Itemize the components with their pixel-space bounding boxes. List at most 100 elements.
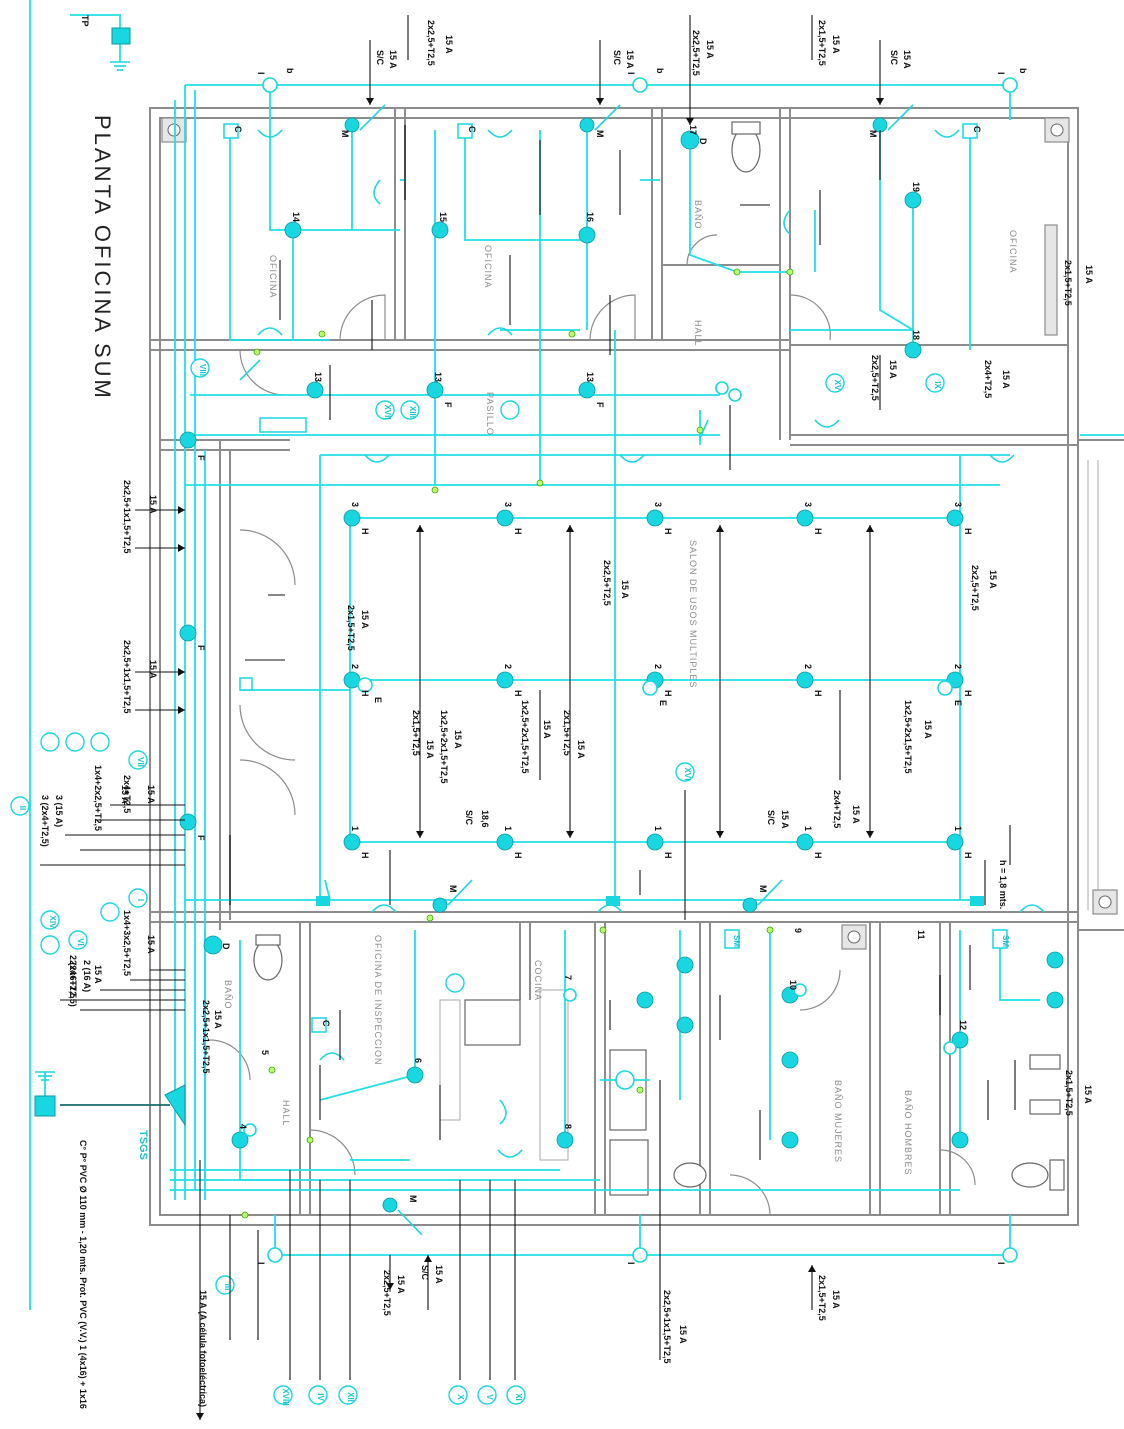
svg-text:2x2,5+1x1,5+T2,5: 2x2,5+1x1,5+T2,5	[122, 480, 132, 554]
svg-text:4: 4	[238, 1124, 248, 1129]
junction-boxes	[223, 123, 1008, 1033]
room-cocina: COCINA	[533, 960, 543, 1001]
svg-text:I: I	[136, 899, 145, 901]
svg-text:H: H	[813, 852, 823, 859]
svg-text:2x1,5+T2,5: 2x1,5+T2,5	[1064, 1070, 1074, 1116]
circuit-label-top-1: 15 AS/C	[375, 50, 398, 69]
svg-text:2x2,5+T2,5: 2x2,5+T2,5	[970, 565, 980, 611]
svg-text:15 A: 15 A	[1084, 265, 1094, 284]
svg-text:15 A: 15 A	[780, 810, 790, 829]
svg-text:b: b	[655, 68, 665, 74]
svg-text:S/C: S/C	[766, 810, 776, 826]
svg-text:15 A: 15 A	[678, 1325, 688, 1344]
outlets	[243, 77, 1018, 1263]
svg-text:IX: IX	[933, 381, 942, 389]
circuit-label-top-5: 15 AS/C	[889, 50, 912, 69]
svg-text:15 A: 15 A	[434, 1265, 444, 1284]
svg-text:15 A: 15 A	[625, 50, 635, 69]
room-oficina-right: OFICINA	[1008, 230, 1018, 274]
svg-text:15 A: 15 A	[902, 50, 912, 69]
svg-text:2x2,5+1x1,5+T2,5: 2x2,5+1x1,5+T2,5	[201, 1000, 211, 1074]
svg-text:I: I	[996, 1262, 1006, 1265]
circuit-label-right-1: 15 A 2x2,5+T2,5	[870, 355, 898, 401]
svg-text:VII: VII	[136, 757, 145, 767]
svg-text:2 (16 A): 2 (16 A)	[82, 960, 92, 992]
svg-text:XVII: XVII	[383, 404, 392, 419]
svg-text:H: H	[360, 852, 370, 859]
svg-text:18: 18	[911, 330, 921, 340]
svg-text:3: 3	[653, 502, 663, 507]
svg-text:S/C: S/C	[612, 50, 622, 66]
door-swings	[209, 234, 976, 1216]
svg-text:3: 3	[953, 502, 963, 507]
svg-text:15 A: 15 A	[888, 360, 898, 379]
svg-text:2x2,5+1x1,5+T2,5: 2x2,5+1x1,5+T2,5	[122, 640, 132, 714]
svg-text:I: I	[626, 72, 636, 75]
svg-text:2x2,5+T2,5: 2x2,5+T2,5	[870, 355, 880, 401]
circuit-label-top-2: 15 AS/C	[612, 50, 635, 69]
svg-text:H: H	[663, 852, 673, 859]
room-bano-hombres: BAÑO HOMBRES	[903, 1090, 913, 1176]
svg-text:2x1,5+T2,5: 2x1,5+T2,5	[411, 710, 421, 756]
svg-text:2: 2	[953, 664, 963, 669]
svg-text:F: F	[443, 402, 453, 408]
svg-text:F: F	[196, 455, 206, 461]
device-letter-labels: H H H H H H H H H H H H H H H E E E F F …	[196, 68, 1028, 1265]
svg-text:C: C	[233, 126, 243, 133]
svg-text:H: H	[663, 528, 673, 535]
svg-text:1x4+3x2,5+T2,5: 1x4+3x2,5+T2,5	[122, 910, 132, 976]
svg-text:15 A: 15 A	[444, 35, 454, 54]
svg-text:H: H	[813, 690, 823, 697]
circuit-key-labels: I II III IV V VI VII VIII IX X XI XII XI…	[18, 364, 942, 1406]
svg-text:2: 2	[503, 664, 513, 669]
structural-columns	[161, 117, 1118, 950]
svg-text:15 A: 15 A	[396, 1275, 406, 1294]
svg-text:XI: XI	[514, 1393, 523, 1401]
svg-text:H: H	[513, 852, 523, 859]
svg-text:1: 1	[503, 826, 513, 831]
leader-arrows	[178, 98, 884, 1420]
ground-box-top	[111, 27, 131, 45]
svg-text:S/C: S/C	[464, 810, 474, 826]
svg-text:H: H	[963, 528, 973, 535]
svg-text:I: I	[256, 72, 266, 75]
svg-text:2x2,5+T2,5: 2x2,5+T2,5	[691, 30, 701, 76]
svg-text:15 A: 15 A	[576, 740, 586, 759]
svg-text:1: 1	[350, 826, 360, 831]
svg-text:I: I	[626, 1262, 636, 1265]
svg-text:H: H	[513, 528, 523, 535]
svg-text:H: H	[513, 690, 523, 697]
circuit-label-left-7: 2 (2x6+T2,5)2 (16 A)	[68, 955, 92, 1007]
svg-text:3: 3	[350, 502, 360, 507]
svg-text:2: 2	[653, 664, 663, 669]
svg-text:II: II	[18, 806, 27, 810]
svg-text:6: 6	[413, 1058, 423, 1063]
svg-text:15 A: 15 A	[360, 610, 370, 629]
svg-text:16: 16	[585, 212, 595, 222]
circuit-label-left-8: 3 (15 A)3 (2x4+T2,5)	[40, 795, 64, 847]
svg-text:2x2,5+T2,5: 2x2,5+T2,5	[602, 560, 612, 606]
svg-text:15 A: 15 A	[1083, 1085, 1093, 1104]
circuit-label-salon-9: 15 A S/C	[766, 810, 790, 829]
svg-text:1x4+2x2,5+T2,5: 1x4+2x2,5+T2,5	[93, 765, 103, 831]
svg-text:C: C	[467, 126, 477, 133]
svg-text:XII: XII	[346, 1392, 355, 1402]
svg-text:1: 1	[653, 826, 663, 831]
svg-text:15 A: 15 A	[93, 965, 103, 984]
svg-text:9: 9	[793, 928, 803, 933]
svg-text:H: H	[963, 852, 973, 859]
svg-text:5: 5	[260, 1050, 270, 1055]
svg-text:I: I	[996, 72, 1006, 75]
svg-text:11: 11	[916, 930, 926, 940]
svg-text:15 A: 15 A	[851, 805, 861, 824]
svg-text:D: D	[221, 943, 231, 950]
svg-text:15 A: 15 A	[542, 720, 552, 739]
